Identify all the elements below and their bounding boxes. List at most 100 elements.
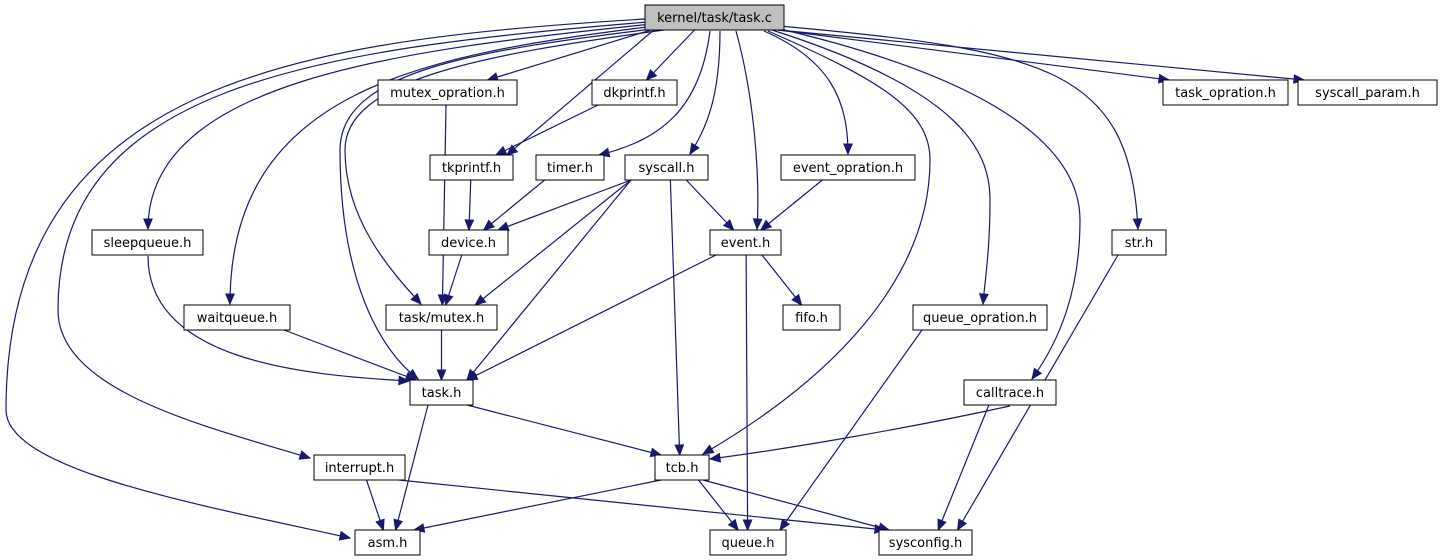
edge-task-h-to-asm-h [393, 404, 429, 532]
arrowhead [937, 518, 947, 532]
arrowhead [393, 518, 404, 532]
node-tkprintf-h[interactable]: tkprintf.h [429, 154, 514, 181]
node-label: timer.h [547, 161, 593, 176]
node-queue-opration-h[interactable]: queue_opration.h [912, 304, 1048, 331]
node-interrupt-h[interactable]: interrupt.h [313, 454, 406, 481]
arrowhead [482, 219, 495, 231]
node-label: asm.h [368, 536, 408, 551]
node-queue-h[interactable]: queue.h [709, 529, 787, 556]
node-box [1297, 79, 1438, 106]
node-waitqueue-h[interactable]: waitqueue.h [183, 304, 291, 331]
edge-task-c-to-interrupt-h [57, 21, 649, 460]
node-dkprintf-h[interactable]: dkprintf.h [591, 79, 678, 106]
node-box [780, 154, 916, 181]
arrowhead [843, 143, 853, 156]
node-str-h[interactable]: str.h [1111, 229, 1167, 256]
node-box [409, 379, 474, 406]
node-box [1111, 229, 1167, 256]
node-label: interrupt.h [325, 461, 394, 476]
node-task-mutex-h[interactable]: task/mutex.h [385, 304, 498, 331]
node-label: str.h [1125, 236, 1153, 251]
node-box [1162, 79, 1289, 106]
node-box [91, 229, 204, 256]
edge-interrupt-h-to-sysconfig-h [398, 479, 887, 534]
edge-task-c-to-syscall-h [689, 30, 721, 156]
arrowhead [742, 519, 753, 532]
node-tcb-h[interactable]: tcb.h [654, 454, 710, 481]
node-box [709, 229, 782, 256]
node-task-opration-h[interactable]: task_opration.h [1162, 79, 1289, 106]
node-box [591, 79, 678, 106]
edge-interrupt-h-to-asm-h [365, 479, 385, 532]
node-box [428, 229, 509, 256]
arrowhead [791, 293, 803, 307]
arrowhead [496, 221, 510, 231]
arrowhead [494, 145, 508, 156]
node-task-c[interactable]: kernel/task/task.c [644, 4, 785, 31]
arrowhead [1031, 367, 1043, 381]
edge-dkprintf-h-to-tkprintf-h [494, 104, 599, 156]
node-box [782, 304, 841, 331]
node-sysconfig-h[interactable]: sysconfig.h [878, 529, 973, 556]
node-label: sleepqueue.h [104, 236, 192, 251]
node-label: dkprintf.h [603, 86, 665, 101]
edge-task-h-to-tcb-h [466, 404, 663, 458]
node-label: event.h [721, 236, 770, 251]
node-label: waitqueue.h [197, 311, 277, 326]
arrowhead [410, 292, 422, 305]
arrowhead [956, 518, 968, 532]
node-label: event_opration.h [793, 161, 903, 176]
edge-task-c-to-asm-h [5, 18, 646, 541]
node-event-opration-h[interactable]: event_opration.h [780, 154, 916, 181]
node-box [654, 454, 710, 481]
edge-syscall-h-to-task-h [466, 179, 632, 381]
edge-mutex-opration-h-to-task-mutex-h [437, 104, 448, 307]
edge-task-c-to-tcb-h [701, 30, 931, 455]
edge-device-h-to-task-mutex-h [444, 254, 463, 307]
node-box [644, 4, 785, 31]
edge-event-h-to-fifo-h [761, 254, 803, 307]
arrowhead [398, 375, 411, 386]
arrowhead [143, 218, 153, 231]
edge-task-c-to-sleepqueue-h [143, 23, 653, 231]
node-event-h[interactable]: event.h [709, 229, 782, 256]
node-mutex-opration-h[interactable]: mutex_opration.h [377, 79, 518, 106]
node-label: mutex_opration.h [390, 86, 505, 101]
node-device-h[interactable]: device.h [428, 229, 509, 256]
edge-task-c-to-dkprintf-h [645, 29, 695, 81]
node-fifo-h[interactable]: fifo.h [782, 304, 841, 331]
node-label: task.h [422, 386, 462, 401]
node-box [878, 529, 973, 556]
node-box [354, 529, 421, 556]
node-calltrace-h[interactable]: calltrace.h [963, 379, 1057, 406]
edge-syscall-h-to-task-mutex-h [474, 179, 632, 306]
node-box [313, 454, 406, 481]
edge-syscall-h-to-tcb-h [669, 179, 685, 457]
node-label: fifo.h [795, 311, 828, 326]
node-label: kernel/task/task.c [657, 11, 772, 26]
node-task-h[interactable]: task.h [409, 379, 474, 406]
arrowhead [375, 518, 385, 532]
node-syscall-param-h[interactable]: syscall_param.h [1297, 79, 1438, 106]
edge-tkprintf-h-to-device-h [464, 179, 475, 232]
node-syscall-h[interactable]: syscall.h [624, 154, 709, 181]
node-timer-h[interactable]: timer.h [535, 154, 605, 181]
arrowhead [645, 68, 658, 81]
arrowhead [722, 218, 735, 231]
node-label: calltrace.h [976, 386, 1044, 401]
edge-tcb-h-to-queue-h [698, 479, 739, 532]
arrowhead [298, 450, 312, 460]
arrowhead [708, 452, 722, 463]
edge-task-c-to-str-h [778, 25, 1143, 231]
node-label: task/mutex.h [399, 311, 485, 326]
edge-sleepqueue-h-to-task-h [147, 255, 411, 386]
arrowhead [701, 444, 715, 455]
node-asm-h[interactable]: asm.h [354, 529, 421, 556]
arrowhead [444, 293, 454, 307]
node-sleepqueue-h[interactable]: sleepqueue.h [91, 229, 204, 256]
node-box [709, 529, 787, 556]
edge-task-c-to-syscall-param-h [777, 29, 1306, 84]
arrowhead [727, 518, 739, 532]
node-layer: kernel/task/task.c mutex_opration.h dkprin… [91, 4, 1438, 556]
